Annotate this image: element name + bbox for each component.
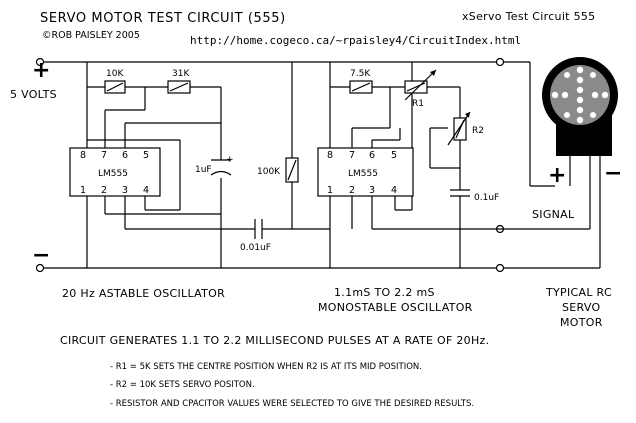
astable-resistor-10k <box>104 80 126 94</box>
source-url: http://home.cogeco.ca/~rpaisley4/Circuit… <box>190 34 521 47</box>
astable-wiring <box>86 62 330 268</box>
astable-chip-label: LM555 <box>98 169 128 179</box>
astable-pin-1: 1 <box>80 185 86 196</box>
potentiometer-r2-label: R2 <box>472 126 484 136</box>
note-r1: - R1 = 5K SETS THE CENTRE POSITION WHEN … <box>110 362 422 372</box>
astable-pin-3: 3 <box>122 185 128 196</box>
supply-minus-sign: − <box>32 243 50 268</box>
monostable-555-chip <box>317 147 414 197</box>
astable-caption: 20 Hz ASTABLE OSCILLATOR <box>62 287 225 300</box>
astable-capacitor <box>210 159 232 176</box>
coupling-capacitor-label: 0.01uF <box>240 243 271 253</box>
servo-plus-sign: + <box>548 163 566 188</box>
servo-minus-sign: − <box>604 161 622 186</box>
monostable-chip-label: LM555 <box>348 169 378 179</box>
servo-caption-line2: SERVO <box>562 301 601 314</box>
timing-capacitor-label: 0.1uF <box>474 193 499 203</box>
timing-capacitor <box>450 189 470 205</box>
servo-caption-line1: TYPICAL RC <box>545 286 612 299</box>
monostable-pin-3: 3 <box>369 185 375 196</box>
monostable-pin-6: 6 <box>369 150 375 161</box>
copyright-text: ©ROB PAISLEY 2005 <box>42 30 140 41</box>
astable-resistor-10k-label: 10K <box>106 69 124 79</box>
astable-pin-5: 5 <box>143 150 149 161</box>
astable-resistor-31k <box>167 80 191 94</box>
astable-resistor-31k-label: 31K <box>172 69 190 79</box>
terminal-circles <box>35 57 505 273</box>
monostable-pin-8: 8 <box>327 150 333 161</box>
summary-text: CIRCUIT GENERATES 1.1 TO 2.2 MILLISECOND… <box>60 334 489 347</box>
supply-voltage-label: 5 VOLTS <box>10 88 57 101</box>
monostable-caption-line2: MONOSTABLE OSCILLATOR <box>318 301 473 314</box>
monostable-caption-line1: 1.1mS TO 2.2 mS <box>334 286 435 299</box>
servo-signal-label: SIGNAL <box>532 208 575 221</box>
note-r2: - R2 = 10K SETS SERVO POSITON. <box>110 380 255 390</box>
servo-motor-icon <box>542 57 618 188</box>
note-values: - RESISTOR AND CPACITOR VALUES WERE SELE… <box>110 399 474 409</box>
positive-rail <box>40 61 555 187</box>
astable-pin-6: 6 <box>122 150 128 161</box>
trimmer-r1-label: R1 <box>412 99 424 109</box>
servo-caption-line3: MOTOR <box>560 316 603 329</box>
monostable-pin-7: 7 <box>349 150 355 161</box>
astable-pin-7: 7 <box>101 150 107 161</box>
astable-capacitor-label: 1uF <box>195 165 212 175</box>
supply-plus-sign: + <box>32 58 50 83</box>
monostable-pin-2: 2 <box>349 185 355 196</box>
coupling-capacitor <box>254 219 263 239</box>
monostable-pin-4: 4 <box>391 185 397 196</box>
diagram-title: SERVO MOTOR TEST CIRCUIT (555) <box>40 11 286 26</box>
ground-rail <box>40 188 601 269</box>
astable-555-chip <box>69 147 161 197</box>
monostable-resistor-7k5-label: 7.5K <box>350 69 371 79</box>
astable-pin-4: 4 <box>143 185 149 196</box>
monostable-pin-1: 1 <box>327 185 333 196</box>
monostable-pin-5: 5 <box>391 150 397 161</box>
pullup-resistor-label: 100K <box>257 167 281 177</box>
astable-pin-2: 2 <box>101 185 107 196</box>
potentiometer-r2 <box>447 111 471 146</box>
trimmer-r1 <box>404 69 437 101</box>
pullup-resistor-100k <box>285 62 299 229</box>
window-title: xServo Test Circuit 555 <box>462 10 595 23</box>
astable-pin-8: 8 <box>80 150 86 161</box>
monostable-resistor-7k5 <box>349 80 373 94</box>
astable-capacitor-polarity: + <box>226 155 234 165</box>
